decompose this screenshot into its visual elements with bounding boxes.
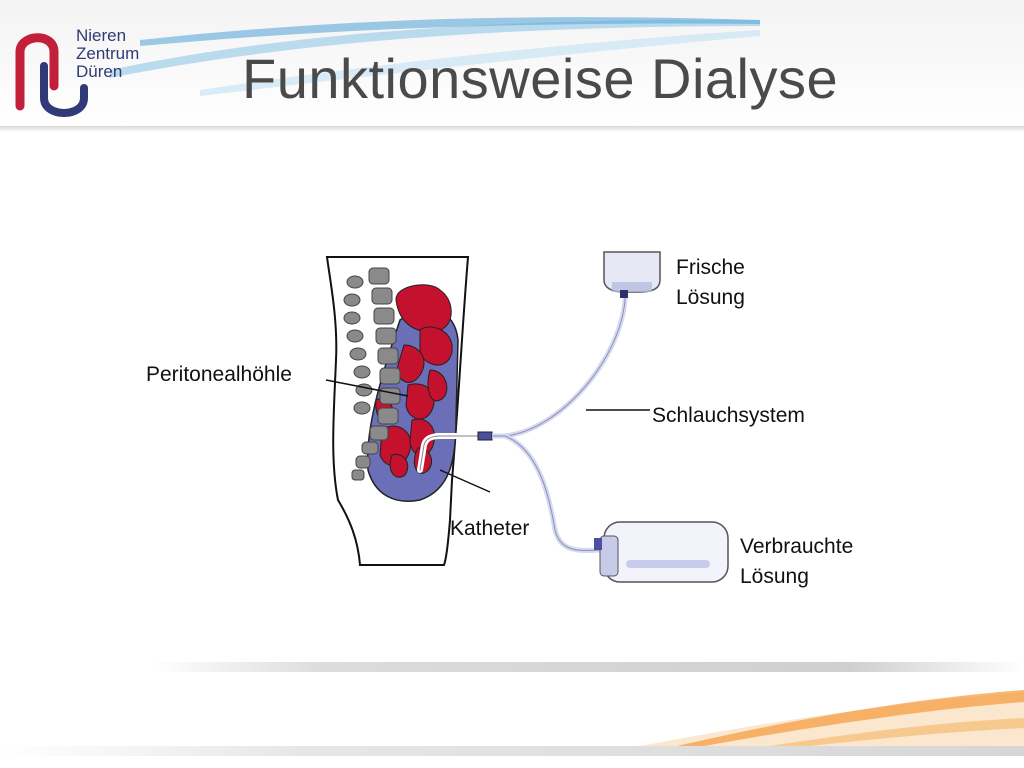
fresh-solution-bag — [603, 251, 661, 298]
label-tubing: Schlauchsystem — [652, 404, 805, 427]
used-solution-bag — [594, 521, 729, 583]
logo-line-2: Zentrum — [76, 44, 140, 63]
catheter-outline — [419, 435, 479, 471]
label-fresh-2: Lösung — [676, 286, 745, 309]
leader-peritoneal — [325, 379, 409, 397]
tube-connector — [477, 431, 493, 441]
logo-line-1: Nieren — [76, 26, 127, 45]
footer-bar — [0, 746, 1024, 756]
slide-footer — [0, 662, 1024, 768]
slide-title: Funktionsweise Dialyse — [242, 47, 839, 110]
label-used-2: Lösung — [740, 565, 809, 588]
label-catheter: Katheter — [450, 517, 529, 540]
label-fresh-1: Frische — [676, 256, 745, 279]
header-divider — [0, 126, 1024, 132]
spine — [343, 267, 401, 481]
nierenzentrum-logo — [15, 33, 88, 117]
slide-header: Nieren Zentrum Düren Funktionsweise Dial… — [0, 0, 1024, 132]
tube-to-used-bag-edge — [504, 435, 601, 552]
leader-catheter — [439, 469, 491, 493]
logo-wordmark: Nieren Zentrum Düren — [76, 27, 139, 81]
header-swoosh — [110, 17, 760, 96]
logo-line-3: Düren — [76, 62, 123, 81]
tube-to-fresh-bag — [492, 289, 629, 439]
label-peritoneal: Peritonealhöhle — [146, 363, 292, 386]
label-used-1: Verbrauchte — [740, 535, 853, 558]
tube-to-fresh-bag-edge — [492, 289, 627, 437]
footer-divider — [150, 662, 1024, 672]
